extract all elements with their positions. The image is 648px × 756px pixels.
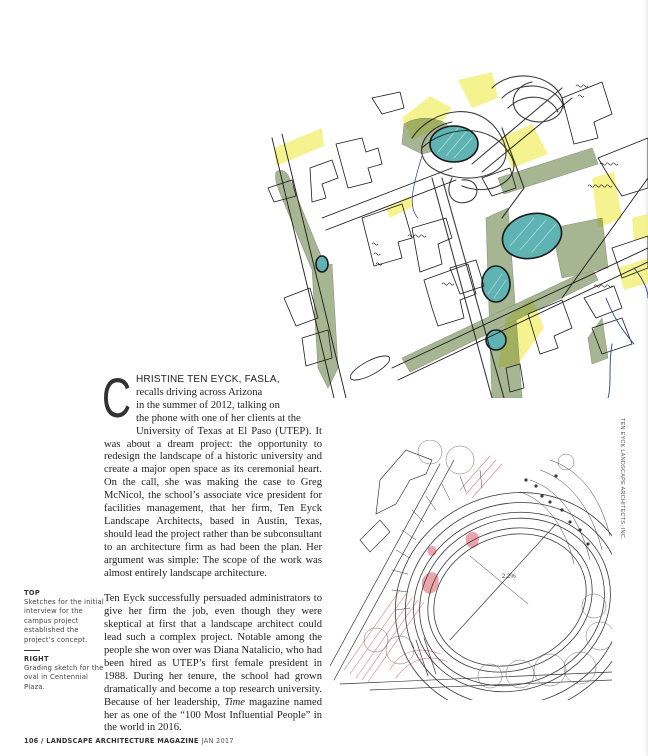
article-body: C HRISTINE TEN EYCK, FASLA, recalls driv… — [102, 366, 322, 735]
campus-concept-sketch — [267, 72, 648, 398]
folio: 106 / LANDSCAPE ARCHITECTURE MAGAZINE — [24, 737, 199, 745]
caption-right-text: Grading sketch for the oval in Centennia… — [24, 664, 104, 691]
caption-right-heading: RIGHT — [24, 655, 49, 664]
paragraph-1-line-3: in the summer of 2012, talking on — [136, 399, 280, 411]
magazine-title: Time — [224, 696, 245, 708]
lead-in-caps: HRISTINE TEN EYCK, FASLA, — [136, 374, 280, 385]
paragraph-2-body: Ten Eyck successfully persuaded administ… — [104, 593, 322, 708]
paragraph-1-line-4: the phone with one of her clients at the — [136, 412, 301, 424]
figure-captions: TOP Sketches for the initial interview f… — [24, 589, 104, 692]
photo-credit: TEN EYCK LANDSCAPE ARCHITECTS, INC. — [619, 418, 625, 540]
caption-top-text: Sketches for the initial interview for t… — [24, 598, 104, 644]
caption-top-heading: TOP — [24, 589, 41, 597]
paragraph-1: C HRISTINE TEN EYCK, FASLA, recalls driv… — [102, 366, 322, 581]
page-edge-shadow — [644, 0, 648, 756]
drop-cap: C — [102, 366, 132, 429]
oval-grading-sketch: 2.2% — [330, 440, 612, 700]
paragraph-1-line-2: recalls driving across Arizona — [136, 386, 263, 398]
caption-divider — [24, 650, 40, 652]
paragraph-1-body: University of Texas at El Paso (UTEP). I… — [104, 425, 322, 579]
paragraph-2-end: magazine named her as one of the “100 Mo… — [104, 696, 323, 734]
svg-text:2.2%: 2.2% — [502, 574, 516, 580]
paragraph-2: Ten Eyck successfully persuaded administ… — [104, 593, 322, 735]
issue-date: JAN 2017 — [201, 737, 234, 745]
